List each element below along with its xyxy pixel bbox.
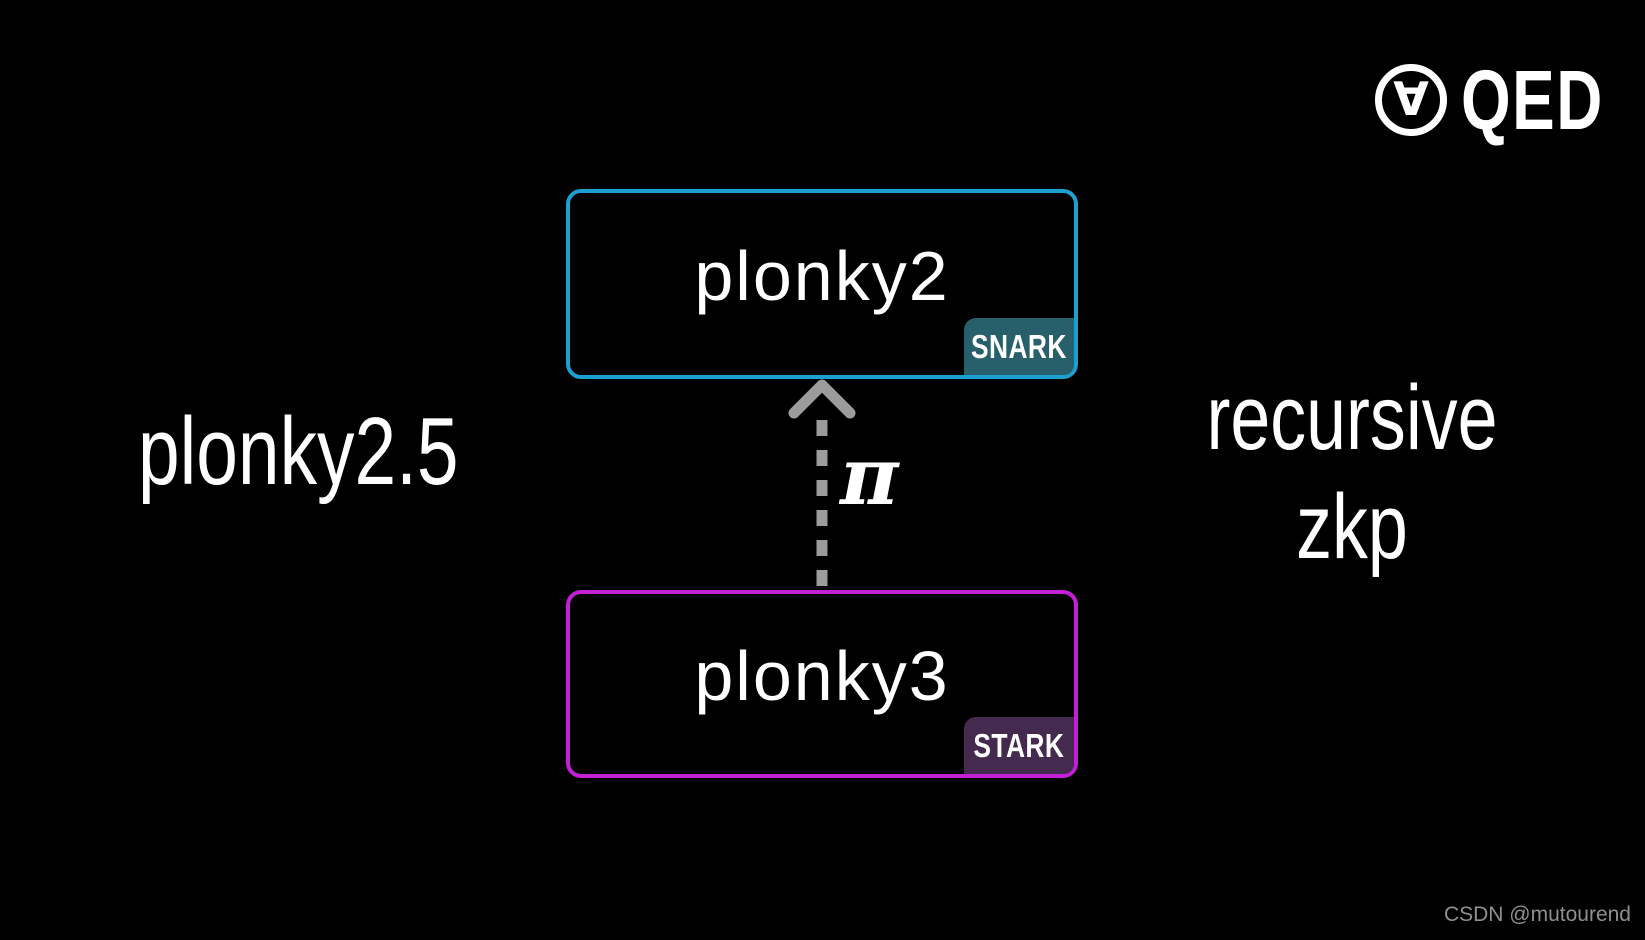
plonky2-node: plonky2 SNARK xyxy=(566,189,1078,379)
snark-badge-label: SNARK xyxy=(971,327,1067,365)
plonky25-caption: plonky2.5 xyxy=(138,398,459,505)
watermark: CSDN @mutourend xyxy=(1443,903,1631,926)
stark-badge: STARK xyxy=(964,717,1074,774)
plonky3-node: plonky3 STARK xyxy=(566,590,1078,778)
recursive-zkp-line1: recursive xyxy=(1206,367,1498,469)
forall-symbol: ∀ xyxy=(1393,72,1429,126)
pi-proof-label: π xyxy=(840,429,899,523)
proof-arrow-up-icon xyxy=(788,379,856,586)
forall-circle-icon: ∀ xyxy=(1375,64,1447,136)
stark-badge-label: STARK xyxy=(973,726,1065,764)
snark-badge: SNARK xyxy=(964,318,1074,375)
recursive-zkp-line2: zkp xyxy=(1296,475,1408,578)
plonky3-node-label: plonky3 xyxy=(694,637,950,715)
recursive-zkp-caption: recursive zkp xyxy=(1206,364,1497,581)
qed-logo-text: QED xyxy=(1461,53,1604,147)
plonky2-node-label: plonky2 xyxy=(694,237,950,315)
qed-logo: ∀ QED xyxy=(1375,53,1645,147)
